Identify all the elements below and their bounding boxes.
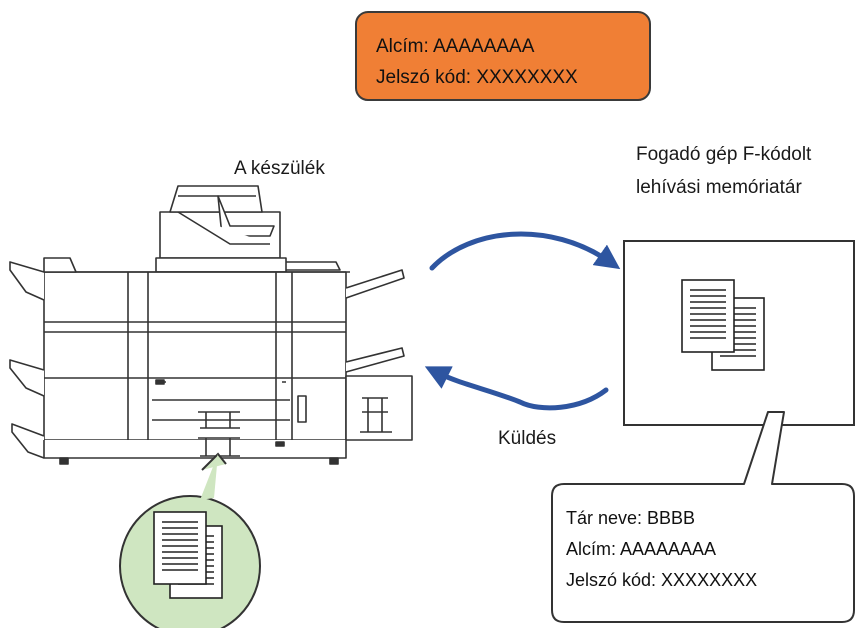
receiver-memory-box [623,240,855,426]
receiver-label-line2: lehívási memóriatár [636,177,802,198]
request-password: Jelszó kód: XXXXXXXX [376,67,578,88]
mailbox-name: Tár neve: BBBB [566,508,696,528]
send-arrow-top [429,231,621,271]
mailbox-password: Jelszó kód: XXXXXXXX [566,570,758,590]
printer-illustration [9,185,413,465]
device-label: A készülék [234,158,325,179]
request-info-box: Alcím: AAAAAAAA Jelszó kód: XXXXXXXX [355,11,651,101]
receiver-label: Fogadó gép F-kódolt lehívási memóriatár [636,138,811,204]
mailbox-callout [551,411,855,623]
mailbox-subaddress: Alcím: AAAAAAAA [566,539,717,559]
send-label: Küldés [498,428,557,449]
mailbox-callout-text: Tár neve: BBBB Alcím: AAAAAAAA Jelszó kó… [566,503,757,596]
request-subaddress: Alcím: AAAAAAAA [376,36,535,57]
send-arrow-bottom [424,366,609,411]
receiver-label-line1: Fogadó gép F-kódolt [636,144,812,165]
stored-document-bubble [119,452,261,628]
